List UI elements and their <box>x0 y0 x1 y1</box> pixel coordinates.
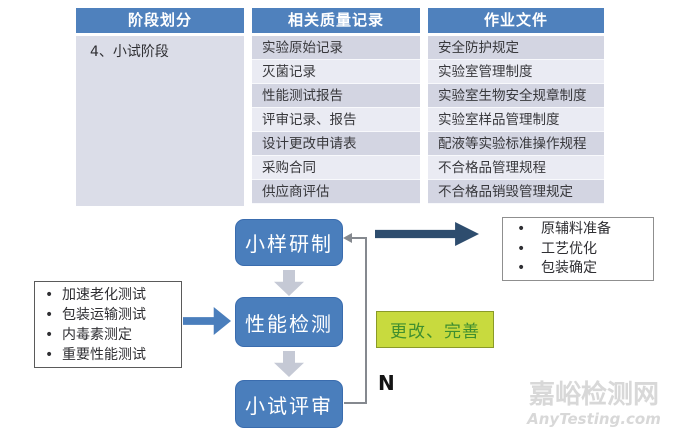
flow-step-sample-development: 小样研制 <box>235 219 343 266</box>
table-cell: 灭菌记录 <box>252 60 420 84</box>
records-column-body: 实验原始记录 灭菌记录 性能测试报告 评审记录、报告 设计更改申请表 采购合同 … <box>252 36 420 204</box>
test-checklist-box: 加速老化测试 包装运输测试 内毒素测定 重要性能测试 <box>34 281 182 368</box>
table-cell: 评审记录、报告 <box>252 108 420 132</box>
stage-cell: 4、小试阶段 <box>76 36 244 206</box>
table-cell: 不合格品销毁管理规定 <box>428 180 604 204</box>
flow-step-performance-testing: 性能检测 <box>235 297 343 347</box>
table-cell: 实验原始记录 <box>252 36 420 60</box>
table-column-documents: 作业文件 安全防护规定 实验室管理制度 实验室生物安全规章制度 实验室样品管理制… <box>428 8 604 204</box>
decision-no-label: N <box>378 371 395 395</box>
down-arrow-icon <box>274 270 304 296</box>
feedback-arrowhead-icon <box>343 233 352 243</box>
change-improve-box: 更改、完善 <box>376 311 494 348</box>
table-cell: 实验室样品管理制度 <box>428 108 604 132</box>
quality-records-table: 阶段划分 4、小试阶段 相关质量记录 实验原始记录 灭菌记录 性能测试报告 评审… <box>76 8 604 206</box>
feedback-line-top <box>351 237 366 239</box>
documents-column-body: 安全防护规定 实验室管理制度 实验室生物安全规章制度 实验室样品管理制度 配液等… <box>428 36 604 204</box>
table-cell: 实验室管理制度 <box>428 60 604 84</box>
preparation-output-box: 原辅料准备 工艺优化 包装确定 <box>502 217 654 281</box>
feedback-line-bottom <box>344 402 366 404</box>
list-item: 包装运输测试 <box>35 305 181 325</box>
table-cell: 采购合同 <box>252 156 420 180</box>
table-column-stage: 阶段划分 4、小试阶段 <box>76 8 244 206</box>
down-arrow-icon <box>274 351 304 377</box>
stage-column-body: 4、小试阶段 <box>76 36 244 206</box>
table-cell: 设计更改申请表 <box>252 132 420 156</box>
right-arrow-icon <box>183 307 231 335</box>
watermark-site: AnyTesting.com <box>527 410 661 428</box>
column-header-records: 相关质量记录 <box>252 8 420 33</box>
table-cell: 实验室生物安全规章制度 <box>428 84 604 108</box>
list-item: 原辅料准备 <box>503 220 653 240</box>
column-header-stage: 阶段划分 <box>76 8 244 33</box>
table-cell: 不合格品管理规程 <box>428 156 604 180</box>
watermark-name: 嘉峪检测网 <box>528 380 659 410</box>
table-cell: 性能测试报告 <box>252 84 420 108</box>
table-cell: 安全防护规定 <box>428 36 604 60</box>
table-cell: 配液等实验标准操作规程 <box>428 132 604 156</box>
list-item: 重要性能测试 <box>35 345 181 365</box>
list-item: 工艺优化 <box>503 240 653 260</box>
right-arrow-icon <box>375 222 479 246</box>
list-item: 加速老化测试 <box>35 285 181 305</box>
list-item: 包装确定 <box>503 259 653 279</box>
flow-step-small-trial-review: 小试评审 <box>235 380 343 428</box>
table-column-records: 相关质量记录 实验原始记录 灭菌记录 性能测试报告 评审记录、报告 设计更改申请… <box>252 8 420 204</box>
list-item: 内毒素测定 <box>35 325 181 345</box>
column-header-documents: 作业文件 <box>428 8 604 33</box>
feedback-line-vertical <box>365 237 367 404</box>
watermark: 嘉峪检测网 AnyTesting.com <box>522 380 666 428</box>
table-cell: 供应商评估 <box>252 180 420 204</box>
